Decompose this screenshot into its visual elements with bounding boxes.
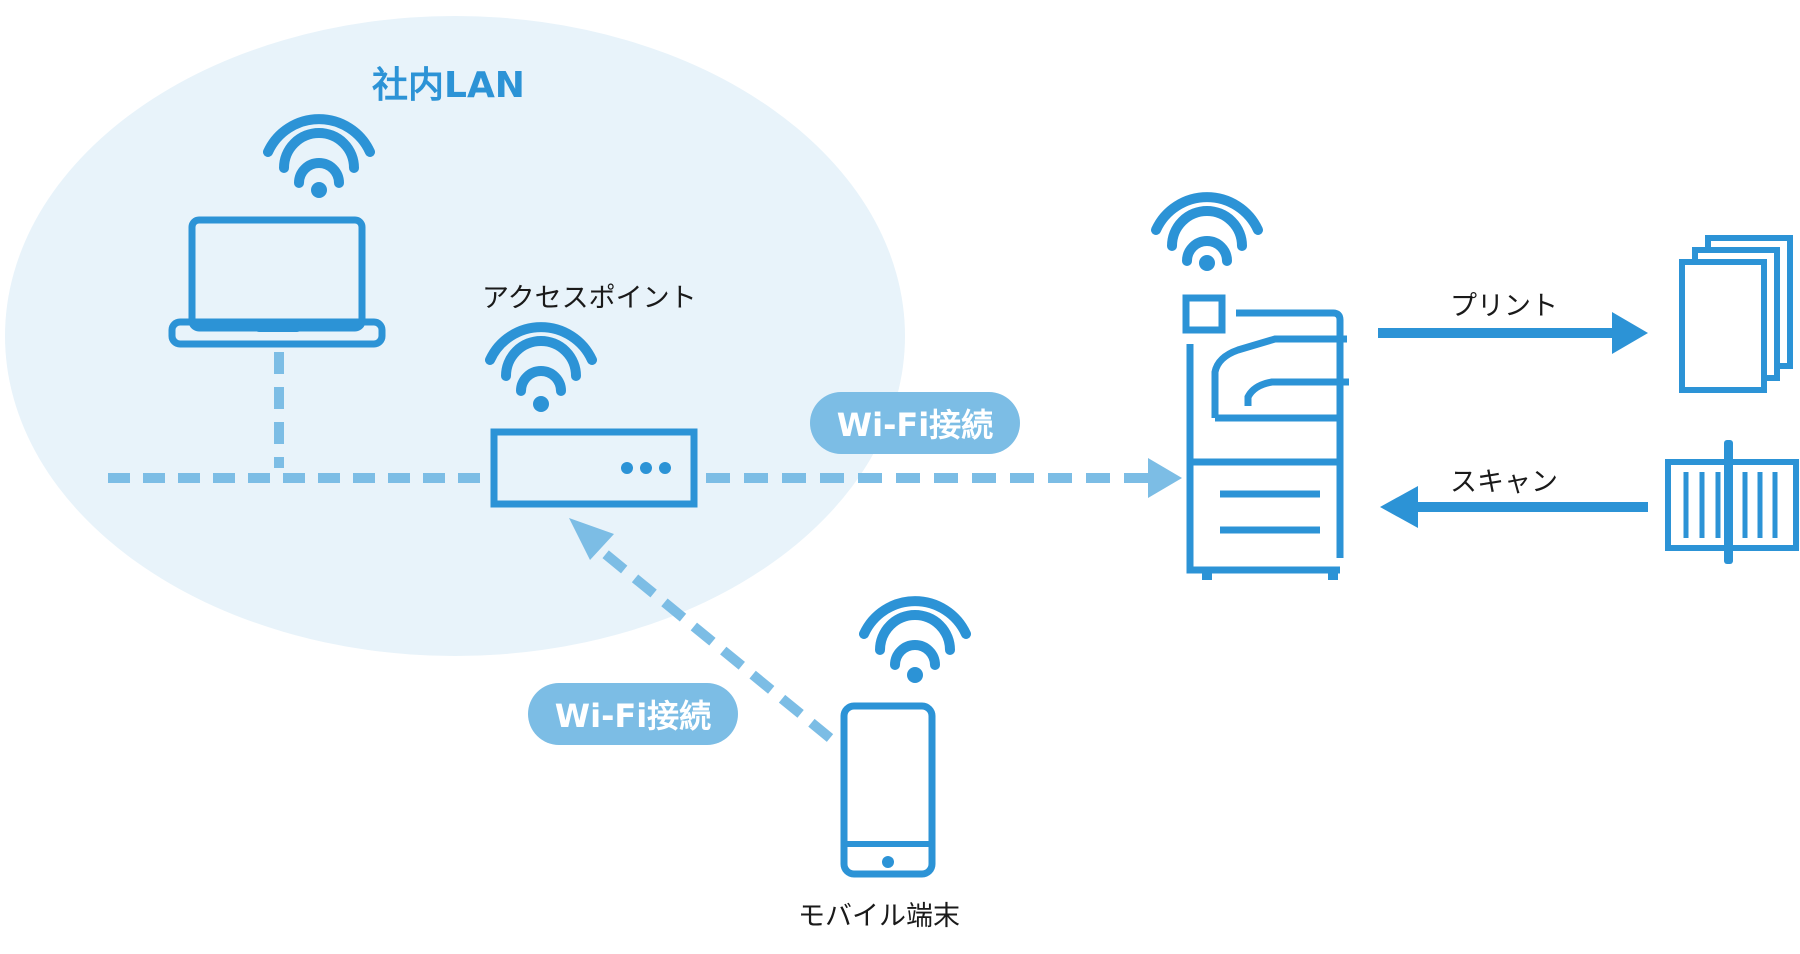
documents-icon — [1679, 235, 1793, 393]
print-arrowhead — [1612, 312, 1648, 354]
print-label: プリント — [1450, 291, 1558, 322]
wifi-link-mobile-ap — [594, 544, 834, 742]
access-point-wifi-icon — [485, 322, 597, 396]
lan-area — [5, 16, 905, 656]
lan-label: 社内LAN — [372, 65, 525, 106]
scan-arrowhead — [1380, 486, 1418, 528]
laptop-wifi-dot — [311, 182, 327, 198]
printer-wifi-icon — [1151, 192, 1263, 266]
printer-wifi-dot — [1199, 255, 1215, 271]
access-point-wifi-dot — [533, 396, 549, 412]
wifi-link-ap-printer-arrowhead — [1148, 458, 1182, 498]
mobile-label: モバイル端末 — [798, 901, 960, 932]
printer-icon — [1182, 294, 1349, 580]
router-icon — [490, 428, 698, 508]
wifi-connection-pill-top: Wi-Fi接続 — [810, 392, 1020, 454]
smartphone-icon — [840, 702, 936, 878]
wifi-link-mobile-ap-arrowhead — [569, 518, 614, 560]
laptop-wifi-icon — [263, 114, 375, 188]
scan-label: スキャン — [1450, 467, 1558, 498]
wifi-connection-pill-bottom: Wi-Fi接続 — [528, 683, 738, 745]
mobile-wifi-icon — [859, 596, 971, 670]
access-point-label: アクセスポイント — [482, 283, 697, 314]
laptop-icon — [168, 216, 386, 348]
mobile-wifi-dot — [907, 667, 923, 683]
barcode-document-icon — [1665, 440, 1799, 564]
